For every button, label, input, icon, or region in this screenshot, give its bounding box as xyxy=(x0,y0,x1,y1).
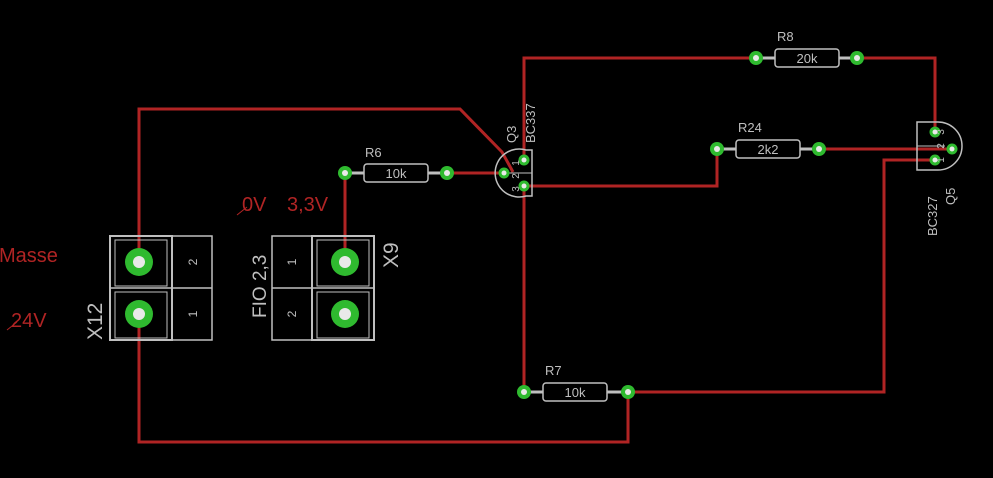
r7-pad-1[interactable] xyxy=(517,385,531,399)
q3-pad-3[interactable] xyxy=(518,180,530,192)
q5-pad-3[interactable] xyxy=(929,126,941,138)
r8-value-label: 20k xyxy=(797,51,818,66)
trace-r8-to-q5 xyxy=(857,56,937,132)
r8-name-label: R8 xyxy=(777,29,794,44)
x9-value-label: FIO 2,3 xyxy=(250,255,271,318)
trace-r7-to-q5 xyxy=(628,158,935,394)
r7-pad-2[interactable] xyxy=(621,385,635,399)
r6-value-label: 10k xyxy=(386,166,407,181)
x9-name-label: X9 xyxy=(380,242,403,268)
q3-pin-2-label: 2 xyxy=(511,173,522,179)
x9-pin-1-label: 1 xyxy=(285,258,299,265)
trace-x12-bottom-to-r7 xyxy=(137,316,630,444)
x12-pad-1[interactable] xyxy=(125,300,153,328)
r24-pad-1[interactable] xyxy=(710,142,724,156)
resistor-r7: R7 10k xyxy=(517,363,635,402)
transistor-q3: 1 2 3 Q3 BC337 xyxy=(494,103,538,198)
q3-name-label: Q3 xyxy=(504,126,519,143)
resistor-r6: R6 10k xyxy=(338,145,454,183)
q5-name-label: Q5 xyxy=(943,188,958,205)
q5-pin-1-label: 1 xyxy=(936,157,947,163)
q3-type-label: BC337 xyxy=(523,103,538,143)
r6-pad-2[interactable] xyxy=(440,166,454,180)
q5-type-label: BC327 xyxy=(925,196,940,236)
x9-pad-1[interactable] xyxy=(331,248,359,276)
r8-pad-2[interactable] xyxy=(850,51,864,65)
connector-x12: 2 1 X12 xyxy=(84,235,213,341)
q5-pin-2-label: 2 xyxy=(936,143,947,149)
r6-pad-1[interactable] xyxy=(338,166,352,180)
q3-pad-1[interactable] xyxy=(518,154,530,166)
label-masse: Masse xyxy=(0,245,58,267)
q5-pad-2[interactable] xyxy=(946,143,958,155)
trace-x12-top-to-q3 xyxy=(137,107,515,262)
net-labels: Masse 24V 0V 3,3V xyxy=(0,194,329,332)
q3-pin-1-label: 1 xyxy=(511,160,522,166)
transistor-q5: 1 2 3 BC327 Q5 xyxy=(916,121,963,236)
x12-pad-2[interactable] xyxy=(125,248,153,276)
x9-pin-2-label: 2 xyxy=(285,310,299,317)
connector-x9: 1 2 FIO 2,3 X9 xyxy=(250,235,403,341)
x12-pin-2-label: 2 xyxy=(186,258,200,265)
label-24v: 24V xyxy=(11,310,47,332)
q3-pad-2[interactable] xyxy=(498,167,510,179)
r6-name-label: R6 xyxy=(365,145,382,160)
traces xyxy=(137,56,952,444)
x12-pin-1-label: 1 xyxy=(186,310,200,317)
resistor-r24: R24 2k2 xyxy=(710,120,826,159)
q3-pin-3-label: 3 xyxy=(511,186,522,192)
trace-q3-to-r8 xyxy=(522,56,756,160)
label-0v: 0V xyxy=(242,194,267,216)
x12-name-label: X12 xyxy=(84,303,107,340)
resistor-r8: R8 20k xyxy=(749,29,864,68)
r24-pad-2[interactable] xyxy=(812,142,826,156)
q5-pin-3-label: 3 xyxy=(936,129,947,135)
trace-q3-to-r24 xyxy=(524,149,719,188)
label-3v3: 3,3V xyxy=(287,194,329,216)
r24-value-label: 2k2 xyxy=(758,142,779,157)
q5-pad-1[interactable] xyxy=(929,154,941,166)
r7-name-label: R7 xyxy=(545,363,562,378)
r8-pad-1[interactable] xyxy=(749,51,763,65)
r7-value-label: 10k xyxy=(565,385,586,400)
r24-name-label: R24 xyxy=(738,120,762,135)
x9-pad-2[interactable] xyxy=(331,300,359,328)
